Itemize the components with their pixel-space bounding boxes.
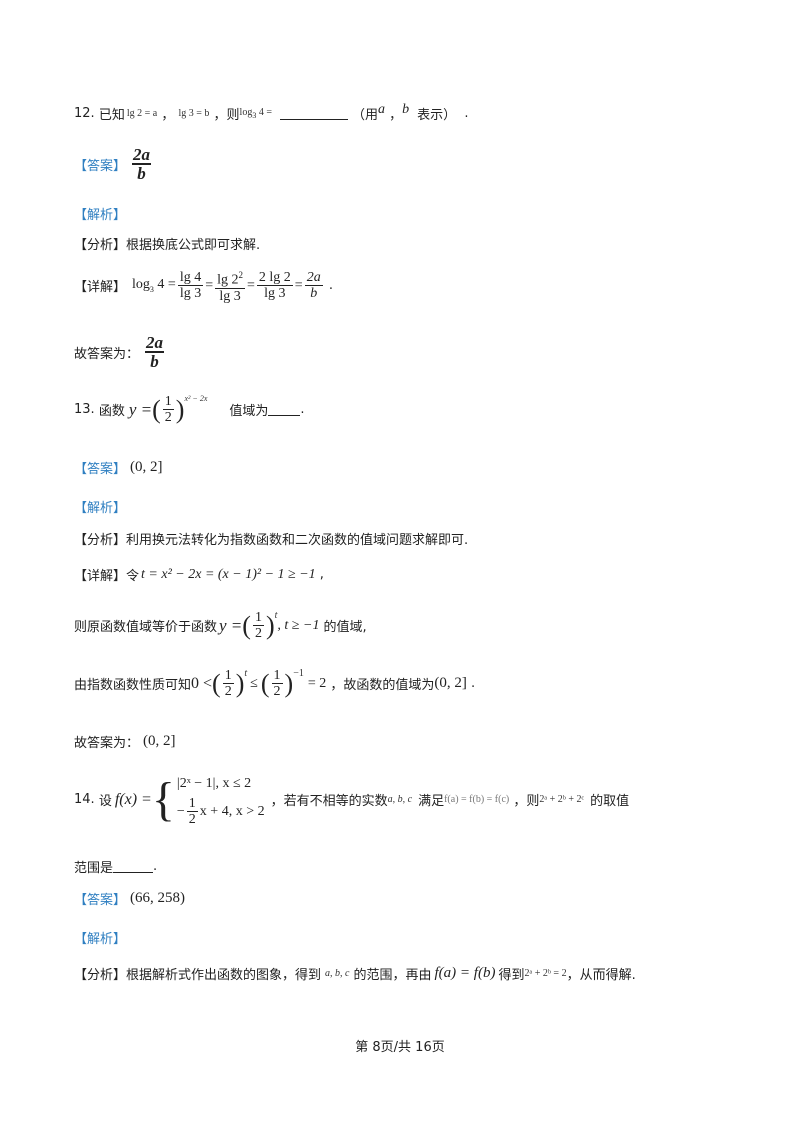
q14-fenxi: 【分析】 根据解析式作出函数的图象，得到 a, b, c 的范围，再由 f(a)…: [74, 965, 636, 983]
q13-conclusion: 故答案为： (0, 2]: [74, 733, 176, 751]
q12-question: 12. 已知 lg 2 = a ， lg 3 = b ， 则 log3 4 = …: [74, 101, 469, 124]
q13-jiexi: 【解析】: [74, 501, 127, 516]
q12-fenxi: 【分析】 根据换底公式即可求解.: [74, 238, 261, 253]
q13-xiangjie: 【详解】 令 t = x² − 2x = (x − 1)² − 1 ≥ −1 ,: [74, 566, 324, 585]
q14-question-cont: 范围是 .: [74, 859, 158, 876]
q14-jiexi: 【解析】: [74, 932, 127, 947]
q14-answer: 【答案】 (66, 258): [74, 890, 186, 908]
q12-answer-blank[interactable]: [279, 107, 348, 120]
q13-fenxi: 【分析】 利用换元法转化为指数函数和二次函数的值域问题求解即可.: [74, 533, 469, 548]
q14-answer-blank[interactable]: [113, 860, 154, 873]
q13-answer-blank[interactable]: [268, 403, 301, 416]
q12-jiexi: 【解析】: [74, 208, 127, 223]
q13-answer: 【答案】 (0, 2]: [74, 459, 163, 477]
page-footer: 第 8页/共 16页: [355, 1040, 445, 1055]
